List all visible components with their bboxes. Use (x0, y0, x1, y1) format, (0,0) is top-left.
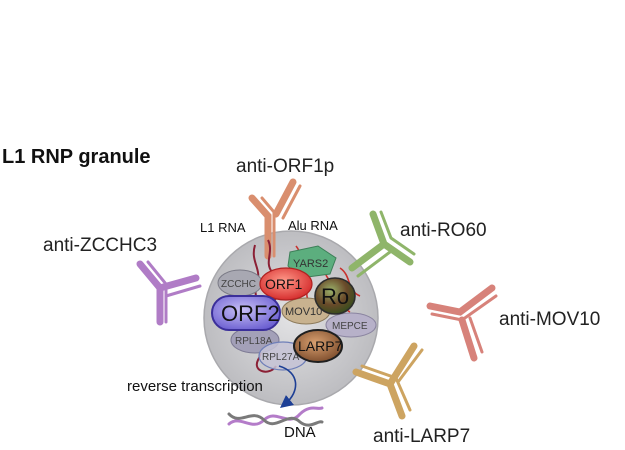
antibody-ro60-label: anti-RO60 (400, 220, 487, 241)
orf1-label: ORF1 (265, 276, 303, 292)
antibody-ro60-icon (348, 210, 416, 278)
zcchc-label: ZCCHC (221, 279, 256, 290)
alu-rna-label: Alu RNA (288, 218, 338, 233)
zcchc-protein: ZCCHC (217, 269, 263, 297)
mepce-label: MEPCE (332, 321, 368, 332)
rpl18a-label: RPL18A (235, 336, 273, 347)
ro-protein: Ro (314, 277, 356, 315)
antibody-larp7-label: anti-LARP7 (373, 426, 470, 447)
antibody-mov10-label: anti-MOV10 (499, 309, 600, 330)
antibody-orf1p-label: anti-ORF1p (236, 156, 334, 177)
antibody-mov10-icon (426, 284, 498, 362)
antibody-zcchc3-icon (136, 260, 202, 326)
orf1-protein: ORF1 (259, 267, 313, 301)
rpl27a-label: RPL27A (262, 352, 300, 363)
antibody-larp7-icon (352, 342, 424, 420)
antibody-zcchc3-label: anti-ZCCHC3 (43, 235, 157, 256)
reverse-transcription-arrow-icon (278, 365, 297, 409)
reverse-transcription-label: reverse transcription (127, 378, 263, 395)
mov10-label: MOV10 (285, 306, 322, 318)
dna-label: DNA (284, 424, 316, 441)
l1-rna-label: L1 RNA (200, 220, 246, 235)
ro-label: Ro (321, 284, 349, 309)
larp7-label: LARP7 (298, 338, 343, 354)
dna-helix-icon (227, 406, 324, 427)
orf2-label: ORF2 (221, 301, 280, 326)
larp7-protein: LARP7 (293, 329, 343, 363)
yars2-label: YARS2 (293, 258, 328, 270)
mepce-protein: MEPCE (325, 312, 377, 338)
diagram-title: L1 RNP granule (2, 146, 151, 168)
orf2-protein: ORF2 (211, 295, 281, 331)
